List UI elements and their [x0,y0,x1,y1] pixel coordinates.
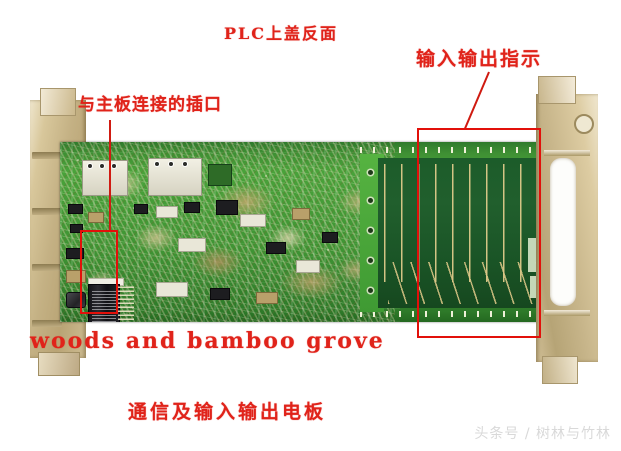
right-bracket-tab-top [538,76,576,104]
annotation-label-io-indicator: 输入输出指示 [416,48,543,70]
io-pad-block [530,276,538,298]
left-bracket-tab [40,88,76,116]
smd-component [256,292,278,304]
ic-chip [216,200,238,215]
relay-module [82,160,128,196]
smd-component [322,232,338,243]
right-bracket-shelf [544,150,590,156]
right-bracket-tab-bottom [542,356,578,384]
ic-chip [240,214,266,227]
bottom-caption: 通信及输入输出电板 [128,401,327,423]
watermark: 头条号 / 树林与竹林 [474,426,611,442]
left-bracket-rib [32,320,62,327]
annotation-label-mainboard-socket: 与主板连接的插口 [78,95,222,115]
ic-chip [178,238,206,252]
smd-component [184,202,200,213]
left-bracket-rib [32,208,62,215]
left-bracket-rib [32,152,62,159]
page-title: PLC上盖反面 [224,24,339,43]
left-bracket-rib [32,264,62,271]
overlay-text-english: woods and bamboo grove [30,328,385,354]
pcb-through-hole-row-top [360,147,538,153]
smd-component [156,206,178,218]
smd-component [70,224,83,233]
pcb-photograph [8,76,613,384]
left-bracket-foot [38,352,80,376]
smd-component [292,208,310,220]
relay-module [148,158,202,196]
smd-component [210,288,230,300]
io-trace-field [378,158,538,308]
right-bracket-window [550,158,576,306]
right-bracket-screw-hole [574,114,594,134]
connector-solder-fingers [118,286,134,322]
io-traces-angled [388,262,538,304]
ic-chip [296,260,320,273]
highlight-box-mainboard-socket [80,230,118,314]
leader-line-socket [109,120,111,232]
smd-component [266,242,286,254]
right-plastic-bracket [536,76,598,384]
smd-component [68,204,83,214]
pcb-through-hole-row-bottom [360,311,538,317]
smd-component [66,248,84,259]
right-bracket-shelf [544,310,590,316]
ic-chip [156,282,188,297]
connector-pins [92,289,116,322]
printed-circuit-board [60,142,538,322]
smd-component [208,164,232,186]
io-pad-block [528,238,538,272]
highlight-box-io-area [417,128,541,338]
smd-component [88,212,104,223]
smd-component [134,204,148,214]
